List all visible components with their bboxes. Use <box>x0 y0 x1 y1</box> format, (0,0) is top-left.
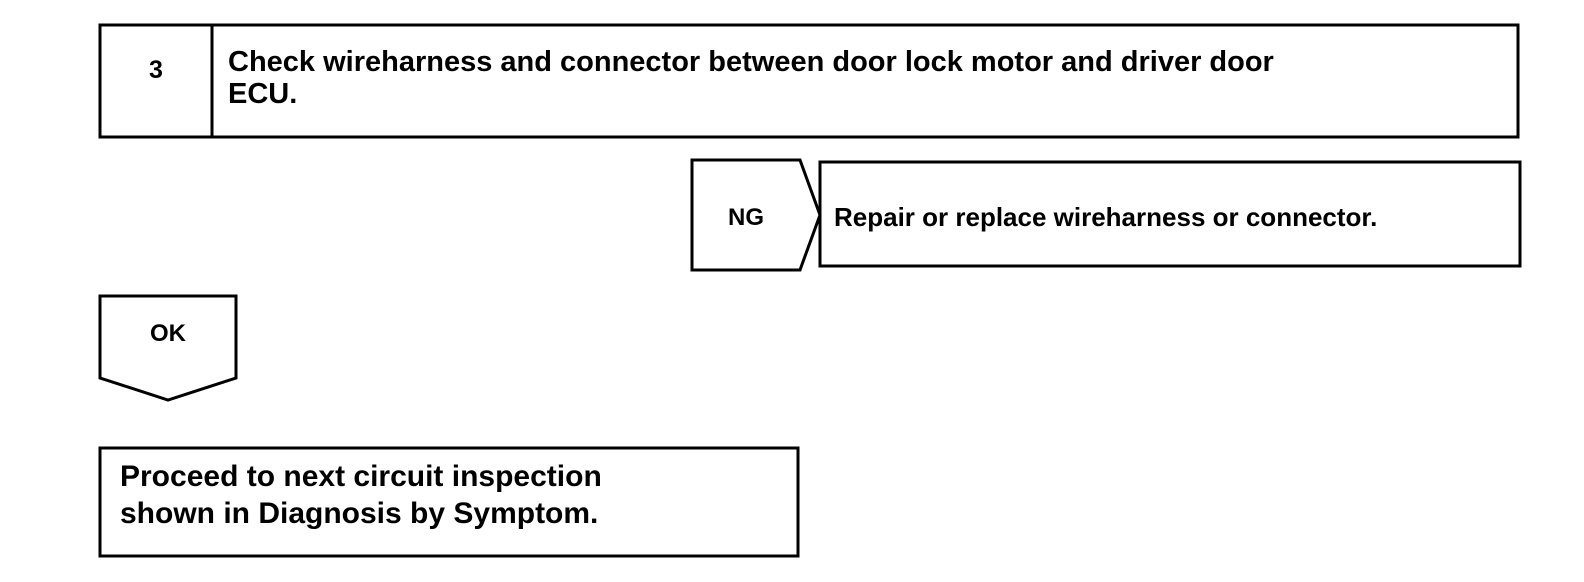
ng-action-box <box>818 160 1522 268</box>
ok-label: OK <box>150 320 186 347</box>
ng-action-text: Repair or replace wireharness or connect… <box>834 202 1378 232</box>
ng-label: NG <box>728 204 764 231</box>
next-step-box <box>98 446 800 558</box>
ok-arrow <box>98 294 238 402</box>
ng-arrow <box>690 158 822 272</box>
next-step-line-1: Proceed to next circuit inspection <box>120 460 602 493</box>
step-header-box <box>98 23 1520 139</box>
step-title-line-2: ECU. <box>228 78 298 110</box>
next-step-line-2: shown in Diagnosis by Symptom. <box>120 497 599 530</box>
step-title-line-1: Check wireharness and connector between … <box>228 46 1274 78</box>
step-number: 3 <box>149 56 163 84</box>
